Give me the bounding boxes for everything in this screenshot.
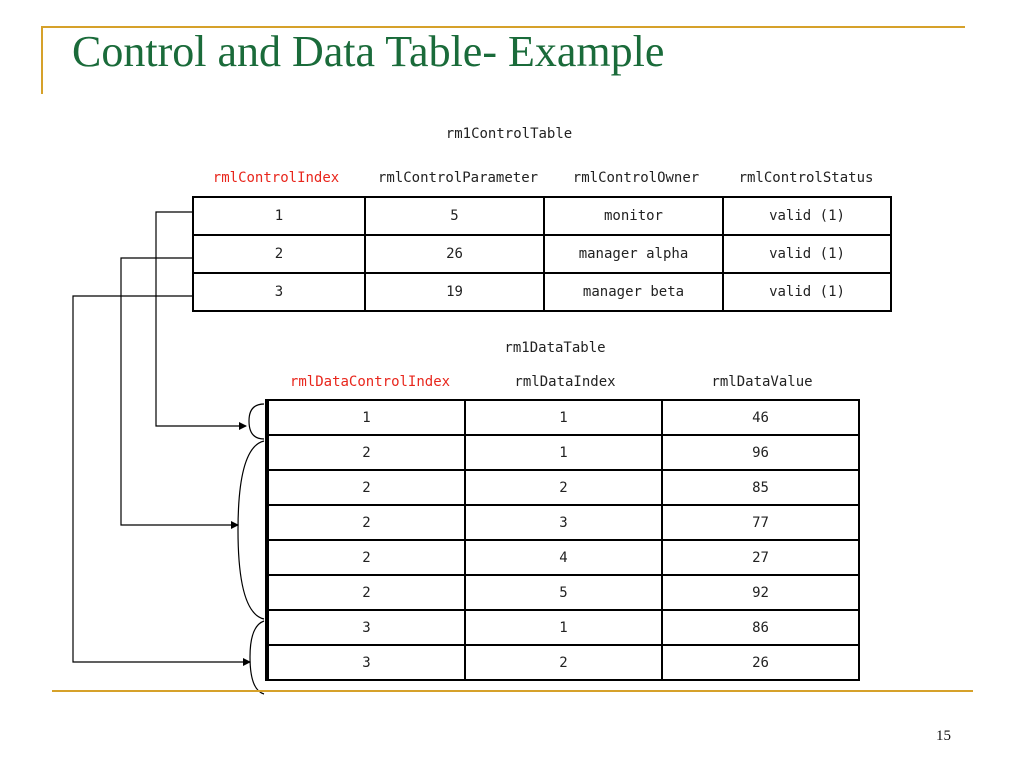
brace-group-3	[249, 620, 265, 695]
title-accent-bar	[41, 26, 43, 94]
table-cell: 26	[661, 644, 860, 681]
header-data-index: rmlDataIndex	[514, 374, 616, 390]
table-cell: valid (1)	[722, 234, 892, 274]
table-cell: 2	[266, 434, 466, 471]
table-cell: 92	[661, 574, 860, 611]
brace-group-2	[237, 440, 265, 620]
table-cell: 85	[661, 469, 860, 506]
table-cell: valid (1)	[722, 272, 892, 312]
table-cell: 4	[464, 539, 663, 576]
table-cell: 2	[266, 574, 466, 611]
table-cell: 3	[192, 272, 366, 312]
table-row: 2 26 manager alpha valid (1)	[192, 234, 892, 274]
header-control-owner: rmlControlOwner	[572, 170, 700, 186]
table-cell: 3	[266, 609, 466, 646]
slide-title: Control and Data Table- Example	[72, 27, 665, 76]
table-cell: monitor	[543, 196, 724, 236]
table-cell: manager alpha	[543, 234, 724, 274]
table-cell: 3	[266, 644, 466, 681]
table-row: 1 5 monitor valid (1)	[192, 196, 892, 236]
table-cell: 1	[192, 196, 366, 236]
table-cell: 96	[661, 434, 860, 471]
header-control-parameter: rmlControlParameter	[377, 170, 539, 186]
brace-group-1	[248, 403, 265, 440]
header-data-value: rmlDataValue	[711, 374, 813, 390]
table-cell: 2	[464, 469, 663, 506]
link-arrow-row2	[120, 257, 239, 529]
table-cell: 46	[661, 399, 860, 436]
top-rule	[41, 26, 965, 28]
header-control-index: rmlControlIndex	[212, 170, 340, 186]
table-cell: 19	[364, 272, 545, 312]
header-data-control-index: rmlDataControlIndex	[289, 374, 451, 390]
table-cell: 26	[364, 234, 545, 274]
table-cell: 2	[266, 504, 466, 541]
link-arrow-row3	[72, 295, 251, 666]
table-cell: 2	[464, 644, 663, 681]
table-cell: 5	[364, 196, 545, 236]
table-cell: 27	[661, 539, 860, 576]
control-table: 1 5 monitor valid (1) 2 26 manager alpha…	[192, 196, 892, 312]
table-cell: 86	[661, 609, 860, 646]
table-cell: 3	[464, 504, 663, 541]
table-cell: 1	[266, 399, 466, 436]
page-number: 15	[936, 728, 951, 744]
table-cell: manager beta	[543, 272, 724, 312]
table-cell: valid (1)	[722, 196, 892, 236]
table-cell: 2	[192, 234, 366, 274]
table-cell: 5	[464, 574, 663, 611]
header-control-status: rmlControlStatus	[738, 170, 874, 186]
table-row: 3 19 manager beta valid (1)	[192, 272, 892, 312]
link-arrow-row1	[155, 211, 247, 430]
table-cell: 2	[266, 469, 466, 506]
table-cell: 2	[266, 539, 466, 576]
bottom-rule	[52, 690, 973, 692]
table-cell: 1	[464, 434, 663, 471]
table-cell: 1	[464, 399, 663, 436]
control-table-name: rm1ControlTable	[445, 126, 573, 142]
data-table-name: rm1DataTable	[504, 340, 606, 356]
table-cell: 1	[464, 609, 663, 646]
table-cell: 77	[661, 504, 860, 541]
